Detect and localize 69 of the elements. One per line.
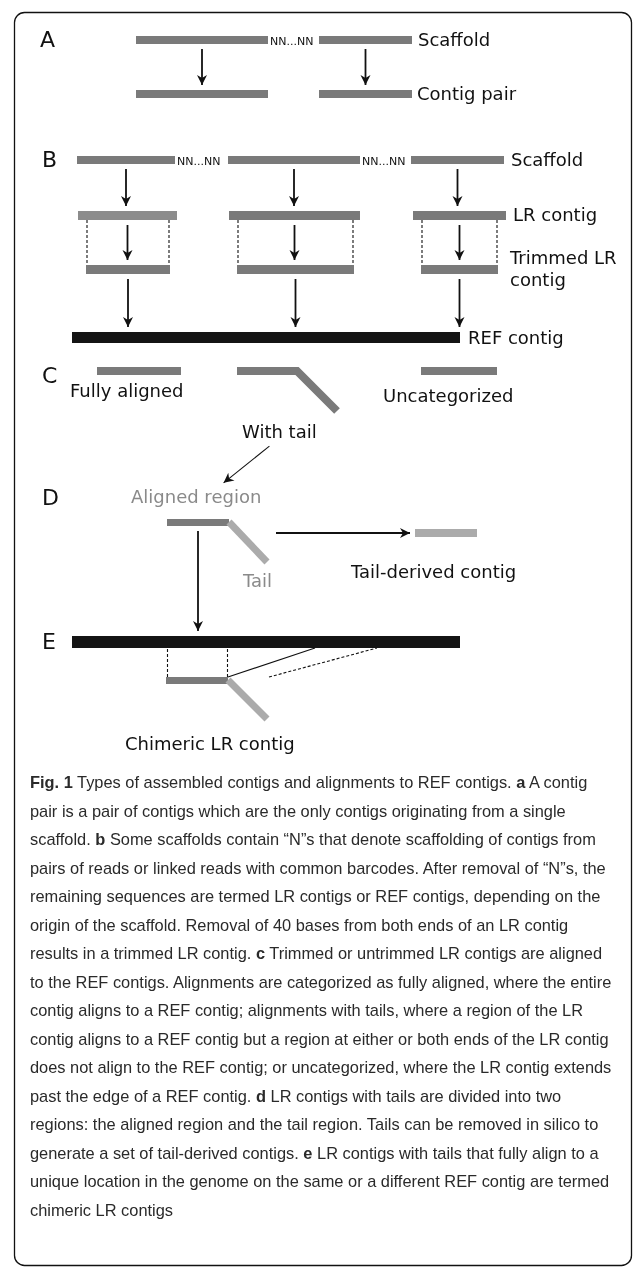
contig-bar xyxy=(166,677,228,684)
alignment-line xyxy=(226,647,229,678)
arrow xyxy=(121,168,131,207)
contig-label: Contig pair xyxy=(417,83,517,105)
contig-label: Chimeric LR contig xyxy=(125,734,295,754)
arrow xyxy=(452,168,463,207)
contig-bar xyxy=(319,90,412,98)
panel-letter: E xyxy=(42,630,56,654)
contig-bar xyxy=(229,211,360,220)
contig-bar xyxy=(97,367,181,375)
contig-bar xyxy=(136,90,268,98)
contig-label: REF contig xyxy=(468,327,564,349)
contig-bar xyxy=(228,156,360,164)
gap-label: NN...NN xyxy=(270,35,314,48)
contig-bar xyxy=(411,156,504,164)
category-label: Aligned region xyxy=(131,486,281,508)
arrow xyxy=(454,278,465,328)
arrow xyxy=(193,530,203,632)
contig-bar xyxy=(226,519,271,566)
contig-bar xyxy=(421,265,498,274)
contig-bar xyxy=(319,36,412,44)
arrow xyxy=(197,48,207,86)
contig-label: Trimmed LR contig xyxy=(510,247,618,291)
contig-bar xyxy=(225,677,271,723)
contig-bar xyxy=(72,636,460,648)
alignment-line xyxy=(227,647,316,678)
contig-bar xyxy=(415,529,477,537)
contig-bar xyxy=(237,367,341,414)
contig-bar xyxy=(413,211,506,220)
contig-bar xyxy=(78,211,177,220)
alignment-line xyxy=(268,647,378,678)
contig-label: Uncategorized xyxy=(383,385,514,407)
arrow xyxy=(360,48,371,86)
category-label: With tail xyxy=(242,421,332,443)
contig-bar xyxy=(86,265,170,274)
panel-letter: C xyxy=(42,364,58,388)
contig-label: Scaffold xyxy=(418,29,491,51)
contig-label: Tail-derived contig xyxy=(351,561,517,583)
alignment-line xyxy=(352,219,354,266)
contig-label: LR contig xyxy=(513,204,598,226)
contig-bar xyxy=(237,265,354,274)
gap-label: NN...NN xyxy=(177,155,221,168)
arrow xyxy=(223,445,270,484)
arrow xyxy=(454,224,465,261)
panel-letter: A xyxy=(40,28,56,52)
arrow xyxy=(290,278,301,328)
arrow xyxy=(289,168,299,207)
contig-bar xyxy=(167,519,229,526)
contig-bar xyxy=(136,36,268,44)
alignment-line xyxy=(168,219,170,266)
arrow xyxy=(122,224,133,261)
alignment-line xyxy=(237,219,239,266)
alignment-line xyxy=(86,219,88,266)
contig-bar xyxy=(421,367,497,375)
arrow xyxy=(289,224,300,261)
arrow xyxy=(275,528,411,538)
arrow xyxy=(123,278,133,328)
figure-caption: Fig. 1 Types of assembled contigs and alignments to REF contigs. a A contig pair is a pair of contigs which are the only contigs originating from a single scaffold. b Some scaffolds contain “N”s that denote scaffolding of contigs from pairs of reads or linked reads with common barcodes. After removal of “N”s, the remaining sequences are termed LR contigs or REF contigs, depending on the origin of the scaffold. Removal of 40 bases from both ends of an LR contig results in a trimmed LR contig. c Trimmed or untrimmed LR contigs are aligned to the REF contigs. Alignments are categorized as fully aligned, where the entire contig aligns to a REF contig; alignments with tails, where a region of the LR contig aligns to a REF contig but a region at either or both ends of the LR contig does not align to the REF contig; or uncategorized, where the LR contig extends past the edge of a REF contig. d LR contigs with tails are divided into two regions: the aligned region and the tail region. Tails can be removed in silico to generate a set of tail-derived contigs. e LR contigs with tails that fully align to a unique location in the genome on the same or a different REF contig are termed chimeric LR contigs xyxy=(30,772,613,1221)
gap-label: NN...NN xyxy=(362,155,406,168)
panel-letter: B xyxy=(42,148,58,172)
contig-label: Tail xyxy=(243,570,273,592)
panel-letter: D xyxy=(42,486,59,510)
contig-bar xyxy=(72,332,460,343)
contig-label: Scaffold xyxy=(511,149,584,171)
alignment-line xyxy=(421,219,423,266)
contig-label: Fully aligned xyxy=(70,380,184,402)
contig-bar xyxy=(77,156,175,164)
alignment-line xyxy=(166,647,169,678)
alignment-line xyxy=(496,219,498,266)
